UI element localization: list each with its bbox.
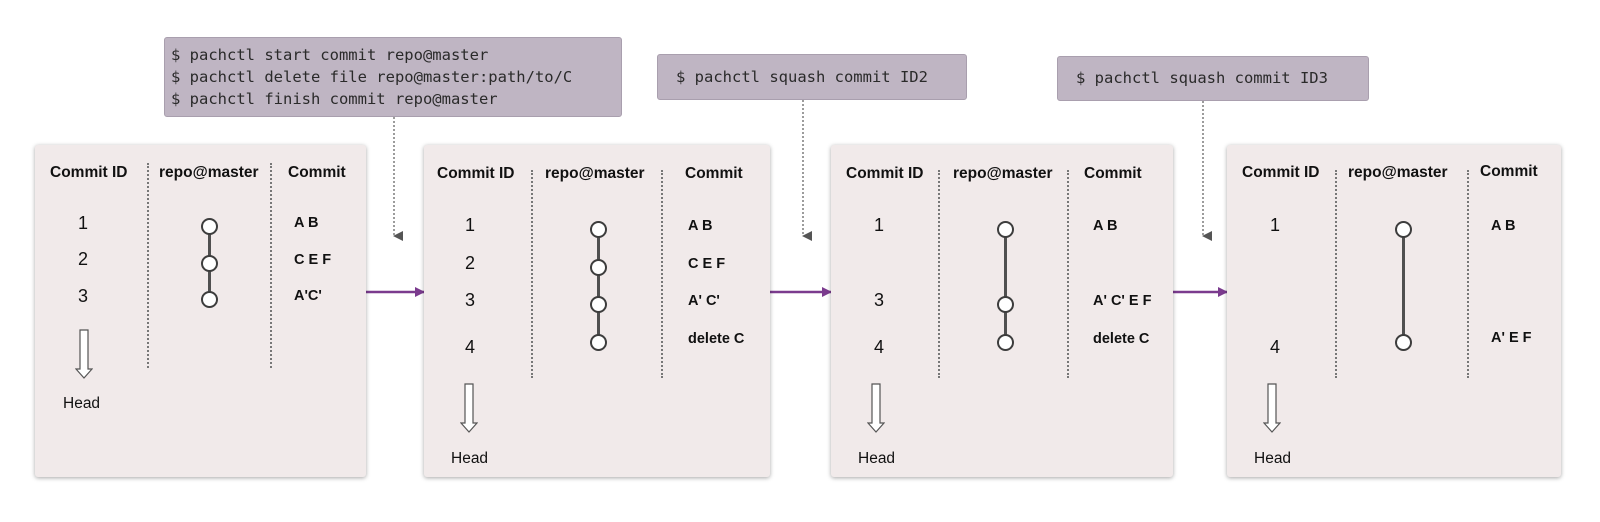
command-line: $ pachctl start commit repo@master [171,46,489,64]
branch-line [1402,231,1405,341]
commit-id: 2 [78,249,89,269]
commit-node [997,296,1014,313]
column-divider [661,170,663,378]
commit-contents: A B [1093,218,1118,234]
commit-node [997,221,1014,238]
command-line: $ pachctl squash commit ID3 [1076,69,1328,87]
head-label: Head [451,450,489,467]
commit-node [201,291,218,308]
commit-node [1395,334,1412,351]
commit-contents: A'C' [294,288,322,304]
commit-panel-4: Commit ID repo@master Commit 1 4 A B A' … [1227,145,1561,477]
commit-id: 4 [465,337,476,357]
column-divider [147,163,149,368]
commit-id: 1 [78,213,89,233]
commit-id: 3 [874,290,885,310]
column-header-commit-id: Commit ID [1242,164,1320,181]
commit-id: 3 [465,290,476,310]
column-header-branch: repo@master [545,165,645,182]
command-line: $ pachctl finish commit repo@master [171,90,498,108]
commit-node [1395,221,1412,238]
commit-panel-3: Commit ID repo@master Commit 1 3 4 A B A… [831,145,1173,477]
column-divider [1467,170,1469,378]
commit-id: 4 [874,337,885,357]
head-arrow-icon [75,329,93,379]
command-line: $ pachctl delete file repo@master:path/t… [171,68,573,86]
column-header-commit-id: Commit ID [846,165,924,182]
column-divider [270,163,272,368]
command-box-squash-id2: $ pachctl squash commit ID2 [657,54,967,100]
commit-panel-2: Commit ID repo@master Commit 1 2 3 4 A B… [424,145,770,477]
head-arrow-icon [460,383,478,433]
commit-contents: A' C' [688,293,720,309]
commit-id: 3 [78,286,89,306]
column-header-commit-id: Commit ID [437,165,515,182]
commit-node [201,218,218,235]
commit-id: 4 [1270,337,1281,357]
commit-contents: C E F [294,252,332,268]
commit-id: 1 [465,215,476,235]
commit-contents: A' E F [1491,330,1532,346]
commit-node [590,259,607,276]
head-label: Head [858,450,896,467]
commit-node [201,255,218,272]
commit-node [590,334,607,351]
commit-panel-1: Commit ID repo@master Commit 1 2 3 A B C… [35,145,366,477]
column-header-branch: repo@master [953,165,1053,182]
commit-node [997,334,1014,351]
commit-contents: C E F [688,256,726,272]
column-header-commit-id: Commit ID [50,164,128,181]
commit-contents: A' C' E F [1093,293,1152,309]
column-divider [938,170,940,378]
branch-line [1004,231,1007,341]
commit-contents: delete C [1093,331,1150,347]
commit-node [590,296,607,313]
column-header-branch: repo@master [1348,164,1448,181]
column-header-commit: Commit [288,164,346,181]
commit-id: 2 [465,253,476,273]
head-label: Head [63,395,101,412]
column-header-branch: repo@master [159,164,259,181]
column-header-commit: Commit [685,165,743,182]
branch-line [597,231,600,341]
commit-id: 1 [1270,215,1281,235]
head-arrow-icon [867,383,885,433]
column-divider [531,170,533,378]
column-divider [1067,170,1069,378]
commit-contents: delete C [688,331,745,347]
commit-id: 1 [874,215,885,235]
column-header-commit: Commit [1084,165,1142,182]
column-header-commit: Commit [1480,163,1538,180]
head-arrow-icon [1263,383,1281,433]
head-label: Head [1254,450,1292,467]
commit-contents: A B [688,218,713,234]
command-box-squash-id3: $ pachctl squash commit ID3 [1057,56,1369,101]
commit-contents: A B [294,215,319,231]
column-divider [1335,170,1337,378]
command-line: $ pachctl squash commit ID2 [676,68,928,86]
commit-node [590,221,607,238]
commit-contents: A B [1491,218,1516,234]
command-box-start-delete-finish: $ pachctl start commit repo@master $ pac… [164,37,622,117]
